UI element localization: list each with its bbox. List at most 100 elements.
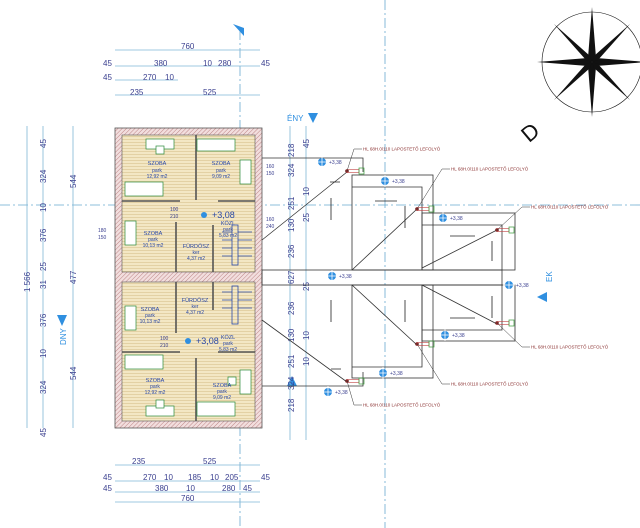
compass-rose-icon <box>537 7 640 117</box>
svg-text:12,92 m2: 12,92 m2 <box>147 174 168 180</box>
level-value: +3,38 <box>339 274 352 280</box>
svg-text:+3,08: +3,08 <box>196 336 219 346</box>
svg-text:544: 544 <box>69 366 78 380</box>
svg-text:544: 544 <box>69 174 78 188</box>
drain-label: HL 68H.0/110 LAPOSTETŐ LEFOLYÓ <box>363 146 441 152</box>
roof-level-markers: +3,38+3,38+3,38+3,38+3,38+3,38+3,38+3,38 <box>316 156 529 398</box>
level-value: +3,38 <box>450 216 463 222</box>
furniture <box>124 138 252 417</box>
svg-text:4,37 m2: 4,37 m2 <box>186 310 204 316</box>
svg-text:SZOBA: SZOBA <box>148 161 167 167</box>
svg-text:760: 760 <box>181 42 195 51</box>
drain-label: HL 68H.0/110 LAPOSTETŐ LEFOLYÓ <box>451 166 529 172</box>
svg-text:10: 10 <box>186 484 195 493</box>
svg-text:25: 25 <box>302 282 311 291</box>
roof-drains: HL 68H.0/110 LAPOSTETŐ LEFOLYÓ HL 68H.0/1… <box>345 146 609 408</box>
top-dimensions: 760 45 380 10 280 45 45 270 10 235 525 <box>103 42 270 97</box>
south-label: DNY <box>59 327 68 345</box>
svg-text:ker: ker <box>193 250 200 256</box>
svg-text:380: 380 <box>155 484 169 493</box>
section-marker-icon <box>233 24 244 36</box>
level-value: +3,38 <box>516 283 529 289</box>
right-dimensions: 218 324 251 130 236 627 25 236 130 251 3… <box>287 126 311 440</box>
svg-text:236: 236 <box>287 244 296 258</box>
svg-text:SZOBA: SZOBA <box>144 231 163 237</box>
svg-text:5,83 m2: 5,83 m2 <box>219 347 237 353</box>
svg-text:25: 25 <box>39 262 48 271</box>
svg-text:park: park <box>223 227 233 233</box>
svg-text:park: park <box>152 168 162 174</box>
drain: HL 68H.0/110 LAPOSTETŐ LEFOLYÓ <box>345 377 441 408</box>
svg-text:160: 160 <box>266 217 275 223</box>
svg-text:1 566: 1 566 <box>23 271 32 292</box>
level-marker: +3,38 <box>316 156 342 168</box>
svg-text:45: 45 <box>103 473 112 482</box>
svg-text:9,09 m2: 9,09 m2 <box>213 395 231 401</box>
svg-text:760: 760 <box>181 494 195 503</box>
svg-text:324: 324 <box>39 380 48 394</box>
svg-text:150: 150 <box>266 171 275 177</box>
level-marker: +3,38 <box>503 279 529 291</box>
level-value: +3,38 <box>329 160 342 166</box>
svg-text:185: 185 <box>188 473 202 482</box>
drain-label: HL 68H.0/110 LAPOSTETŐ LEFOLYÓ <box>531 344 609 350</box>
svg-text:251: 251 <box>287 196 296 210</box>
drain: HL 68H.0/110 LAPOSTETŐ LEFOLYÓ <box>415 340 529 387</box>
svg-text:218: 218 <box>287 143 296 157</box>
svg-text:205: 205 <box>225 473 239 482</box>
svg-text:45: 45 <box>261 59 270 68</box>
svg-text:100: 100 <box>160 336 169 342</box>
svg-text:45: 45 <box>302 139 311 148</box>
svg-text:+3,08: +3,08 <box>212 210 235 220</box>
east-marker-icon <box>537 292 547 302</box>
level-value: +3,38 <box>392 179 405 185</box>
drain-label: HL 68H.0/110 LAPOSTETŐ LEFOLYÓ <box>451 381 529 387</box>
svg-text:5,83 m2: 5,83 m2 <box>219 233 237 239</box>
level-marker: +3,38 <box>326 270 352 282</box>
svg-text:235: 235 <box>132 457 146 466</box>
svg-text:4,37 m2: 4,37 m2 <box>187 256 205 262</box>
svg-text:45: 45 <box>261 473 270 482</box>
svg-text:SZOBA: SZOBA <box>212 161 231 167</box>
svg-text:KÖZL: KÖZL <box>221 334 235 341</box>
svg-text:park: park <box>150 384 160 390</box>
svg-text:376: 376 <box>39 228 48 242</box>
section-marker-lower-icon <box>287 376 297 386</box>
level-value: +3,38 <box>390 371 403 377</box>
svg-text:240: 240 <box>266 224 275 230</box>
level-marker: +3,38 <box>437 212 463 224</box>
east-label: EK <box>545 271 554 282</box>
svg-text:31: 31 <box>39 280 48 289</box>
svg-text:210: 210 <box>170 214 179 220</box>
svg-text:236: 236 <box>287 301 296 315</box>
drain-label: HL 68H.0/110 LAPOSTETŐ LEFOLYÓ <box>531 204 609 210</box>
svg-text:130: 130 <box>287 328 296 342</box>
svg-text:380: 380 <box>154 59 168 68</box>
svg-text:324: 324 <box>287 163 296 177</box>
svg-text:45: 45 <box>243 484 252 493</box>
bottom-dimensions: 235 525 45 270 10 185 10 205 45 45 380 1… <box>103 457 270 503</box>
svg-text:210: 210 <box>160 343 169 349</box>
north-label: ÉNY <box>287 114 304 123</box>
level-value: +3,38 <box>452 333 465 339</box>
svg-text:ker: ker <box>192 304 199 310</box>
compass-letter: D <box>516 118 544 147</box>
svg-text:park: park <box>223 341 233 347</box>
svg-text:525: 525 <box>203 88 217 97</box>
svg-text:10: 10 <box>302 187 311 196</box>
svg-text:10: 10 <box>203 59 212 68</box>
svg-text:FÜRDŐSZ: FÜRDŐSZ <box>183 243 210 250</box>
svg-text:10: 10 <box>302 357 311 366</box>
svg-text:10,13 m2: 10,13 m2 <box>143 243 164 249</box>
svg-text:251: 251 <box>287 354 296 368</box>
svg-text:SZOBA: SZOBA <box>141 307 160 313</box>
drain: HL 68H.0/110 LAPOSTETŐ LEFOLYÓ <box>345 146 441 175</box>
svg-text:100: 100 <box>170 207 179 213</box>
